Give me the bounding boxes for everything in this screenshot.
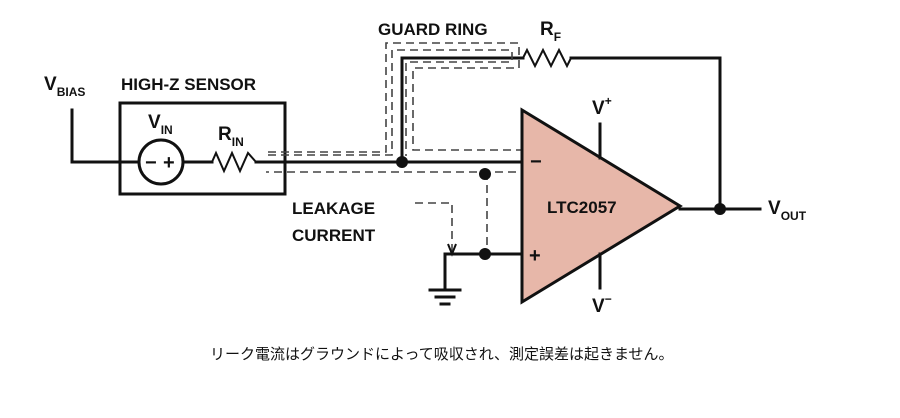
rin-label: RIN bbox=[218, 124, 244, 149]
caption-text: リーク電流はグラウンドによって吸収され、測定誤差は起きません。 bbox=[210, 345, 674, 363]
sensor-title: HIGH-Z SENSOR bbox=[121, 75, 256, 94]
sensor-box bbox=[118, 101, 287, 196]
guard-ring-trace-inner bbox=[268, 49, 513, 156]
vbias-wire bbox=[70, 108, 122, 164]
vminus-label: V− bbox=[592, 292, 612, 317]
opamp-minus-input-label: − bbox=[530, 151, 542, 173]
rin-resistor-icon bbox=[211, 150, 257, 174]
guard-junction-top bbox=[479, 168, 491, 180]
opamp-plus-input-label: + bbox=[529, 245, 541, 267]
vplus-label: V+ bbox=[592, 94, 612, 119]
feedback-junction bbox=[396, 156, 408, 168]
source-minus-sign: − bbox=[145, 152, 157, 174]
vout-label: VOUT bbox=[768, 198, 807, 223]
output-junction bbox=[714, 203, 726, 215]
leakage-dash-trace bbox=[415, 202, 453, 252]
rf-label: RF bbox=[540, 19, 561, 44]
leakage-label-line2: CURRENT bbox=[292, 226, 376, 245]
feedback-wire bbox=[400, 56, 525, 164]
feedback-return-wire bbox=[569, 56, 722, 211]
guard-ring-label: GUARD RING bbox=[378, 20, 488, 39]
source-plus-sign: + bbox=[163, 152, 175, 174]
ground-icon bbox=[428, 288, 462, 306]
opamp-part-number: LTC2057 bbox=[547, 198, 617, 217]
leakage-label-line1: LEAKAGE bbox=[292, 199, 375, 218]
rf-resistor-icon bbox=[522, 47, 572, 69]
vbias-label: VBIAS bbox=[44, 74, 85, 99]
vin-label: VIN bbox=[148, 112, 173, 137]
